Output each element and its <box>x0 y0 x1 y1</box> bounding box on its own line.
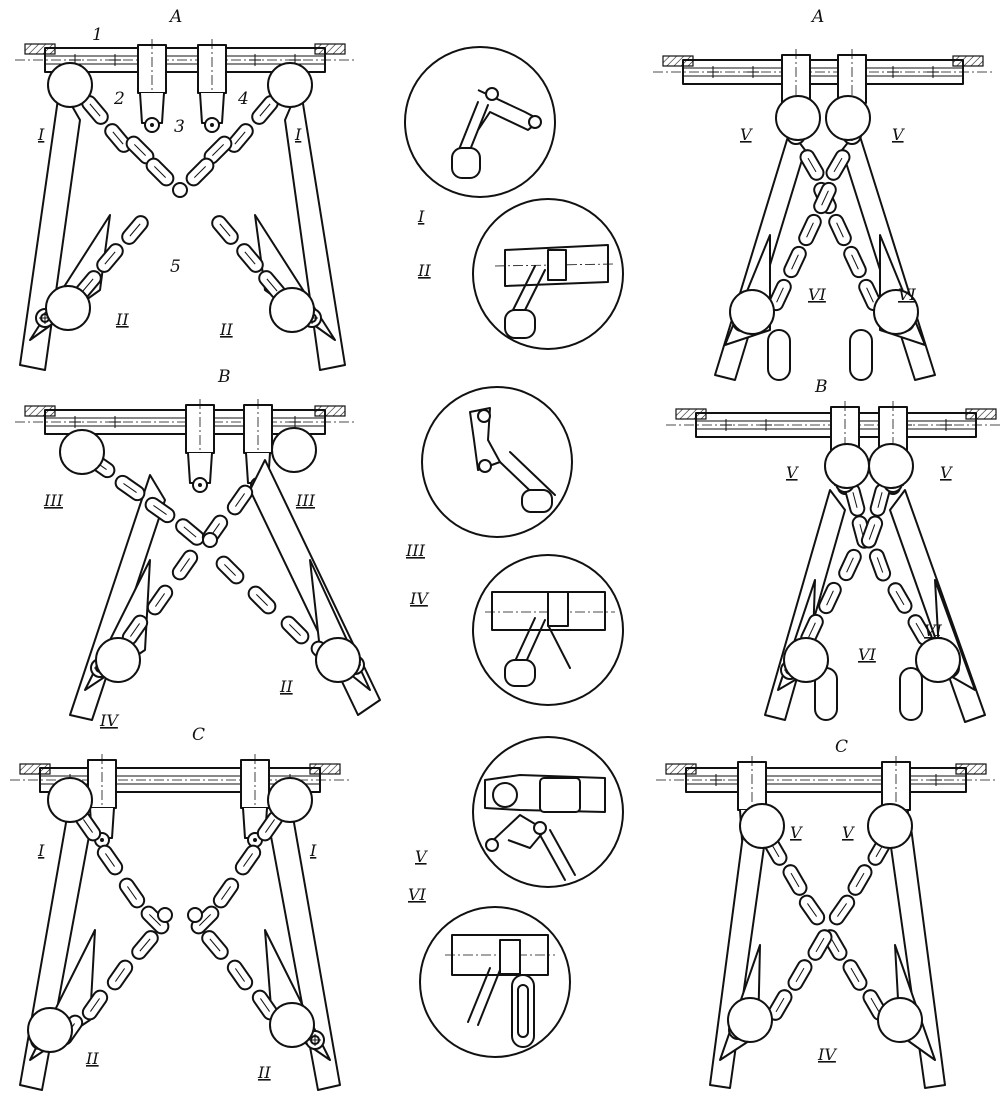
detail-iv: IV <box>409 554 624 706</box>
assembly-c-right: C V V IV <box>655 737 997 1089</box>
assembly-label: C <box>192 725 205 745</box>
marker: V <box>892 125 905 144</box>
detail-i: I <box>404 46 556 226</box>
marker: II <box>279 677 293 696</box>
assembly-label: A <box>810 7 824 27</box>
assembly-b-left: B III III <box>14 367 381 730</box>
detail-label: VI <box>408 885 427 904</box>
assembly-c-left: C <box>9 725 351 1091</box>
marker: II <box>257 1063 271 1082</box>
detail-vi: VI <box>408 885 571 1058</box>
marker: IV <box>99 711 119 730</box>
assembly-a-right: A V V VI VI <box>652 7 994 381</box>
detail-label: V <box>415 847 428 866</box>
part-number-5: 5 <box>170 257 181 277</box>
marker: III <box>43 491 64 510</box>
marker: V <box>786 463 799 482</box>
assembly-label: B <box>217 367 231 387</box>
part-number-2: 2 <box>113 89 125 109</box>
marker: IV <box>817 1045 837 1064</box>
detail-label: III <box>405 541 426 560</box>
marker: I <box>37 125 45 144</box>
marker: I <box>294 125 302 144</box>
detail-label: IV <box>409 589 429 608</box>
detail-label: I <box>417 207 425 226</box>
part-number-3: 3 <box>174 117 185 137</box>
marker: III <box>295 491 316 510</box>
marker: II <box>85 1049 99 1068</box>
marker: II <box>219 320 233 339</box>
marker: V <box>740 125 753 144</box>
assembly-a-left: A <box>14 7 356 371</box>
marker: I <box>37 841 45 860</box>
marker: VI <box>858 645 877 664</box>
detail-label: II <box>417 261 431 280</box>
detail-v: V <box>415 736 624 888</box>
assembly-label: A <box>168 7 182 27</box>
assembly-label: C <box>835 737 848 757</box>
assembly-b-right: B V V VI VI <box>665 377 1000 723</box>
marker: II <box>115 310 129 329</box>
detail-iii: III <box>405 386 573 560</box>
assembly-label: B <box>814 377 828 397</box>
part-number-4: 4 <box>237 89 249 109</box>
part-number-1: 1 <box>92 25 103 45</box>
detail-views: I II III <box>404 46 624 1058</box>
marker: I <box>309 841 317 860</box>
detail-ii: II <box>417 198 624 350</box>
marker: V <box>790 823 803 842</box>
marker: VI <box>808 285 827 304</box>
marker: V <box>842 823 855 842</box>
marker: VI <box>898 285 917 304</box>
marker: VI <box>924 621 943 640</box>
marker: V <box>940 463 953 482</box>
